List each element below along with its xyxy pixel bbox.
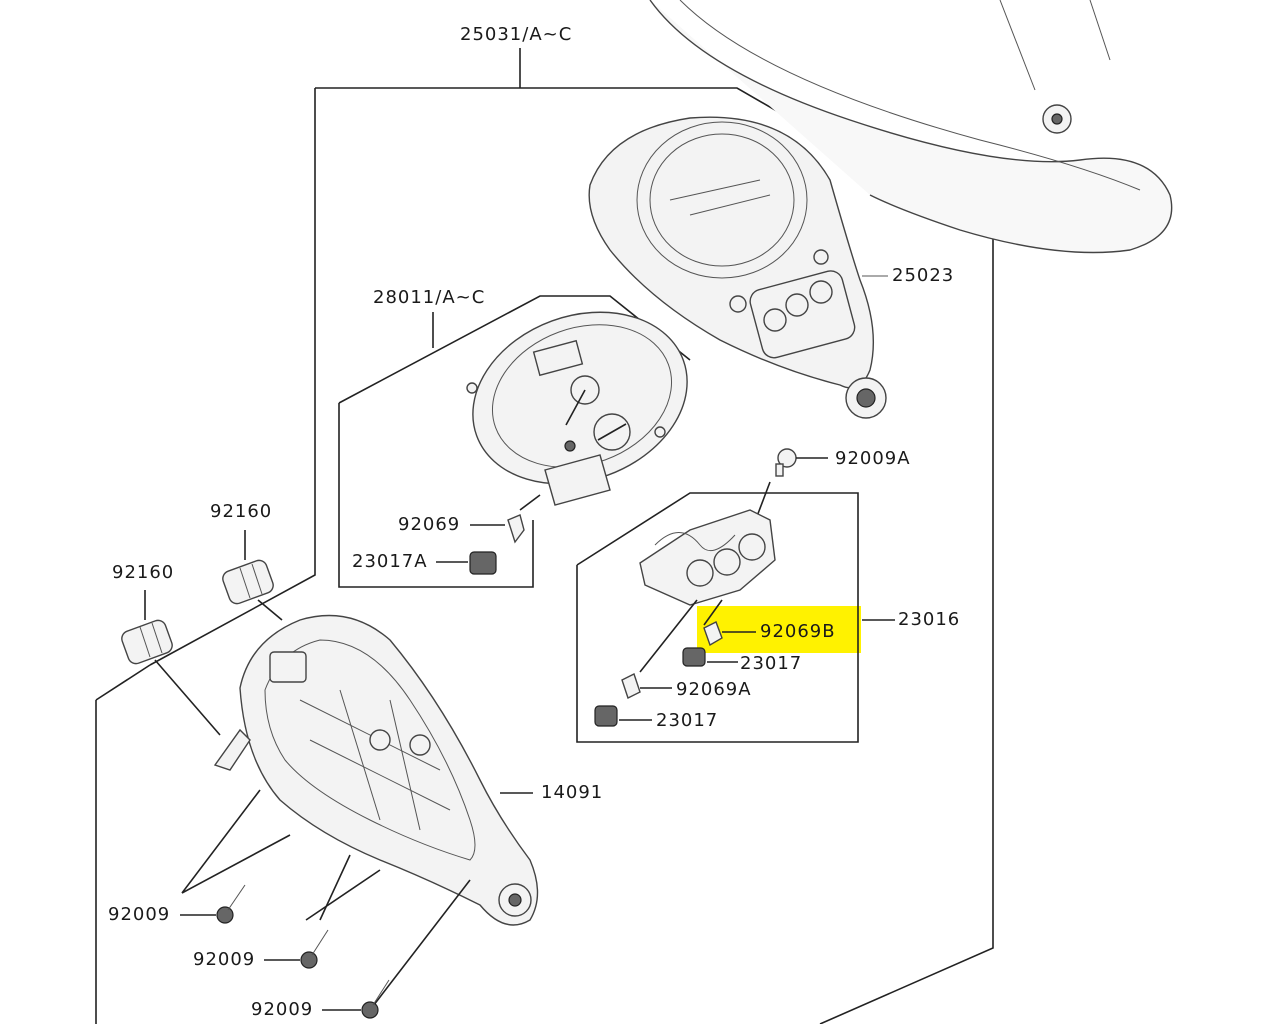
meter-bulb-drawing [436,494,541,575]
screw-a-drawing [747,448,828,541]
grommet-drawing [121,530,283,736]
label-92069: 92069 [398,514,461,535]
label-92009a: 92009A [835,448,911,469]
label-23017-upper: 23017 [740,653,803,674]
label-14091: 14091 [541,782,604,803]
label-92009-2: 92009 [193,949,256,970]
assembly-outline [95,48,994,1024]
fairing-drawing [649,0,1173,254]
label-28011: 28011/A~C [373,287,486,308]
label-92069b: 92069B [760,621,836,642]
label-23017a: 23017A [352,551,428,572]
label-92009-1: 92009 [108,904,171,925]
highlight-box [697,606,861,653]
label-23017-lower: 23017 [656,710,719,731]
harness-drawing [594,509,895,727]
label-25031: 25031/A~C [460,24,573,45]
label-23016: 23016 [898,609,961,630]
label-92069a: 92069A [676,679,752,700]
meter-cover-drawing [213,614,539,926]
meter-case-drawing [588,116,888,419]
label-92009-3: 92009 [251,999,314,1020]
label-92160-left: 92160 [112,562,175,583]
screws-drawing [180,789,471,1019]
label-92160-upper: 92160 [210,501,273,522]
meter-assy-drawing [466,311,688,506]
label-25023: 25023 [892,265,955,286]
